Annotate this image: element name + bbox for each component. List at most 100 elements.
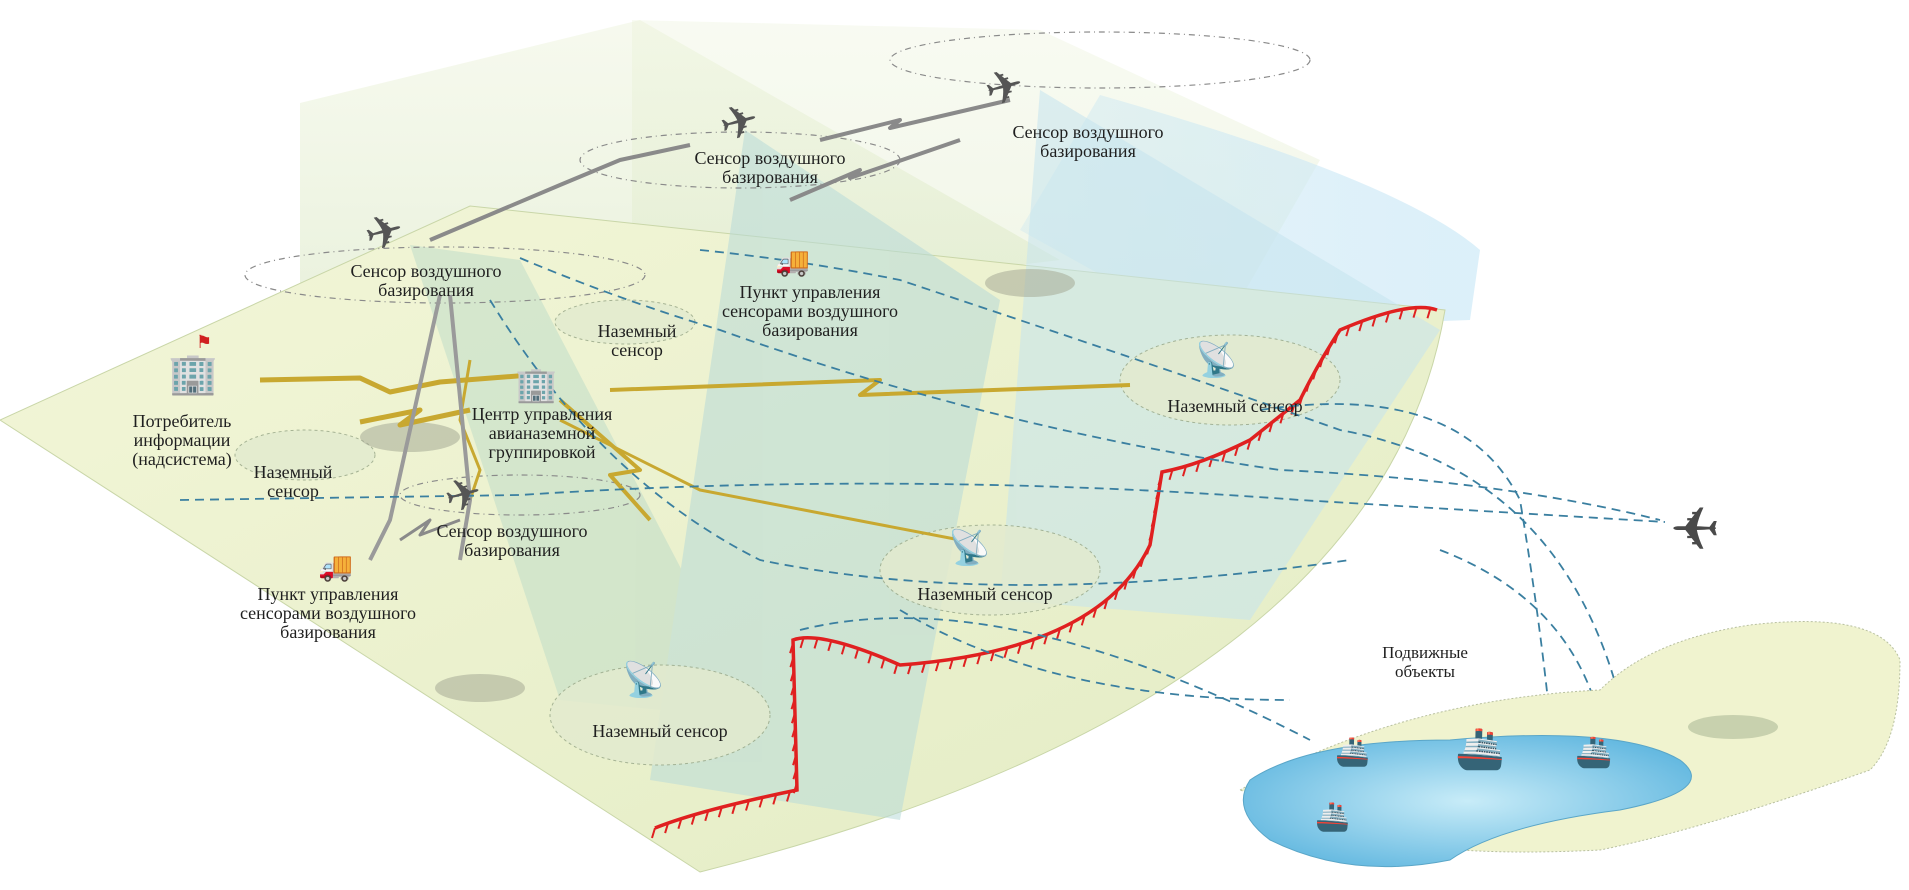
front-line-tick (1412, 307, 1418, 318)
front-line-tick (907, 663, 912, 675)
front-line-tick (989, 650, 995, 662)
label-ground-sensor-center: Наземный сенсор (917, 584, 1053, 604)
front-line-tick (1312, 368, 1318, 380)
front-line-tick (1003, 647, 1009, 658)
front-line-tick (1333, 333, 1339, 344)
front-line-tick (1398, 309, 1404, 320)
bomber-icon: ✈ (1670, 497, 1721, 563)
front-line-tick (948, 658, 954, 670)
front-line-tick (704, 810, 710, 822)
front-line-tick (1257, 430, 1263, 442)
front-line-tick (790, 684, 796, 696)
front-line-tick (976, 653, 982, 665)
front-line-ticks (651, 307, 1432, 839)
front-line-tick (1268, 421, 1274, 433)
front-line-tick (772, 794, 778, 805)
label-air-sensor-low: Сенсор воздушного базирования (436, 521, 588, 560)
truck-icon: 🚚 (775, 247, 810, 278)
front-line-tick (1221, 451, 1227, 462)
label-control-center: Центр управления авианаземной группировк… (471, 404, 613, 462)
front-line-tick (1426, 307, 1432, 319)
front-line-tick (789, 656, 795, 668)
front-line-tick (1279, 413, 1285, 424)
label-air-control-point-top: Пункт управления сенсорами воздушного ба… (721, 282, 899, 340)
label-ground-sensor-right: Наземный сенсор (1167, 396, 1303, 416)
front-line-tick (1148, 530, 1154, 541)
front-line-tick (789, 642, 795, 654)
radar-icon: 📡 (948, 530, 991, 567)
front-line-tick (1157, 474, 1163, 486)
front-line-tick (1195, 461, 1201, 473)
ship-icon: 🚢 (1315, 802, 1350, 833)
ship-icon: 🚢 (1335, 737, 1370, 768)
front-line-tick (792, 768, 798, 780)
label-air-sensor-left: Сенсор воздушного базирования (350, 261, 502, 300)
front-line-tick (934, 660, 940, 672)
front-line-tick (1080, 615, 1086, 626)
front-line-tick (731, 803, 737, 815)
front-line-tick (867, 652, 873, 664)
front-line-tick (1358, 320, 1364, 332)
building-icon: 🏢 (168, 351, 218, 396)
trajectories (179, 249, 1666, 741)
front-line-tick (1246, 439, 1252, 450)
label-air-sensor-mid: Сенсор воздушного базирования (694, 148, 846, 187)
front-line-tick (827, 640, 833, 652)
front-line-tick (1068, 622, 1074, 633)
front-line-tick (651, 827, 656, 839)
water-area (1242, 735, 1692, 868)
truck-icon: 🚚 (318, 552, 353, 583)
front-line-tick (854, 648, 860, 659)
front-line-tick (690, 814, 696, 825)
front-line-tick (745, 800, 750, 811)
front-line-tick (921, 662, 926, 674)
front-line-tick (1345, 325, 1351, 337)
front-line-tick (790, 712, 796, 724)
label-air-control-point-bottom: Пункт управления сенсорами воздушного ба… (239, 584, 417, 642)
front-line-tick (1016, 643, 1022, 654)
front-line-tick (1168, 469, 1174, 481)
front-line-tick (1123, 579, 1129, 590)
front-line-tick (791, 726, 797, 738)
front-line-tick (1152, 502, 1158, 514)
front-line-tick (792, 754, 798, 766)
label-info-consumer: Потребитель информации (надсистема) (132, 411, 232, 469)
front-line-tick (791, 740, 797, 752)
front-line-tick (1326, 344, 1332, 356)
front-line-tick (1299, 393, 1304, 405)
front-line-tick (1150, 516, 1156, 527)
front-line-tick (1234, 445, 1240, 457)
front-line-tick (717, 806, 723, 818)
building-icon: 🏢 (515, 367, 558, 404)
label-ground-sensor-bottom: Наземный сенсор (592, 721, 728, 741)
front-line-tick (799, 637, 805, 649)
front-line-tick (1182, 465, 1187, 477)
front-line-tick (893, 663, 899, 675)
front-line-tick (786, 791, 791, 802)
front-line-tick (1092, 607, 1098, 618)
front-line-tick (962, 656, 968, 668)
front-line-tick (1030, 638, 1036, 650)
radar-icon: 📡 (1195, 342, 1238, 379)
front-line-tick (1056, 628, 1062, 639)
front-line-tick (1103, 598, 1109, 610)
label-ground-sensor-left: Наземный сенсор (253, 462, 333, 501)
front-line-tick (1146, 544, 1152, 555)
flag-icon: ⚑ (196, 332, 213, 352)
radar-icon: 📡 (622, 662, 665, 699)
front-line-tick (880, 658, 886, 669)
label-air-sensor-right: Сенсор воздушного базирования (1012, 122, 1164, 161)
front-line-tick (789, 670, 795, 682)
front-line-tick (813, 638, 819, 649)
ship-icon: 🚢 (1575, 736, 1613, 769)
front-line-tick (1384, 312, 1390, 323)
front-line-tick (677, 818, 683, 829)
front-line-tick (790, 698, 796, 710)
front-line-tick (664, 822, 670, 834)
front-line-tick (758, 797, 764, 808)
front-line-tick (1113, 589, 1119, 600)
front-line-tick (1371, 316, 1377, 327)
front-line-tick (1305, 381, 1311, 392)
front-line-tick (840, 644, 846, 655)
